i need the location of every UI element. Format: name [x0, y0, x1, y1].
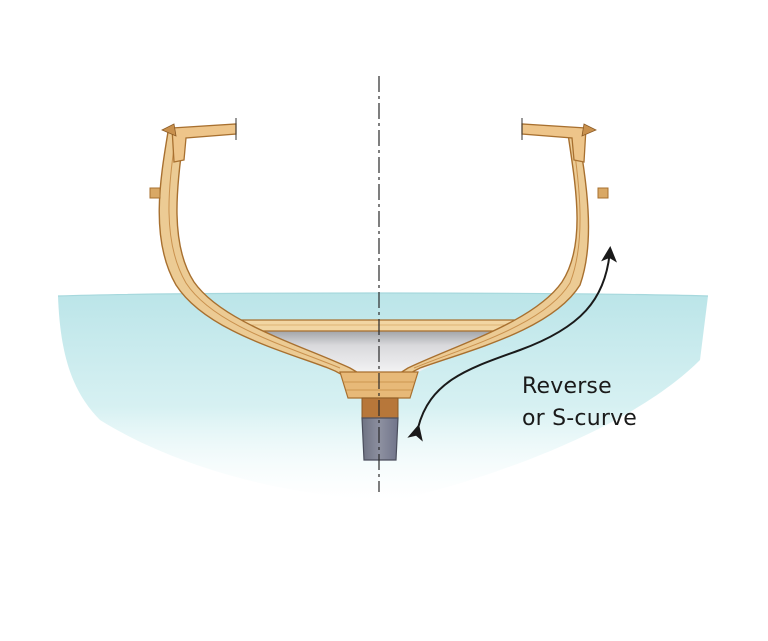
clamp-right — [597, 187, 609, 199]
s-curve-arrow — [407, 246, 618, 442]
water-surface-line — [57, 292, 709, 297]
thwart — [239, 319, 521, 332]
gunwale-left-tip — [161, 123, 177, 137]
gunwale-right — [521, 123, 587, 163]
label-line-1: Reverse — [522, 374, 612, 399]
gunwale-right-tip — [581, 123, 597, 137]
clamp-left — [149, 187, 161, 199]
label-line-2: or S-curve — [522, 406, 638, 431]
keel-timber — [361, 397, 399, 419]
gunwale-left — [171, 123, 237, 163]
s-curve-label: Reverse or S-curve — [522, 371, 637, 435]
ballast-keel — [361, 417, 399, 461]
